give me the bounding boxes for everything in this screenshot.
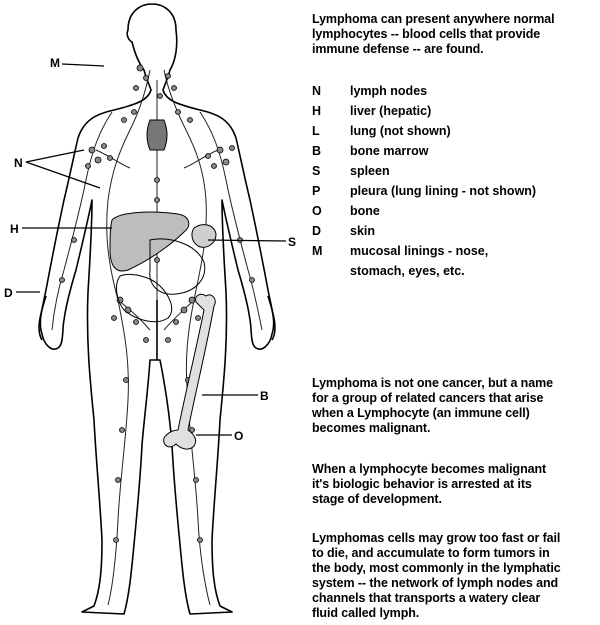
legend-key: S [312, 161, 350, 181]
callout-n: N [14, 156, 23, 170]
legend-key: D [312, 221, 350, 241]
legend-item: S spleen [312, 161, 600, 181]
legend-value: mucosal linings - nose, stomach, eyes, e… [350, 241, 488, 281]
legend-value: lung (not shown) [350, 121, 451, 141]
paragraph-line: to die, and accumulate to form tumors in [312, 546, 600, 561]
legend-key: M [312, 241, 350, 281]
legend-value: pleura (lung lining - not shown) [350, 181, 536, 201]
paragraph-line: stage of development. [312, 492, 600, 507]
legend-value: bone marrow [350, 141, 429, 161]
legend-item: H liver (hepatic) [312, 101, 600, 121]
legend-key: L [312, 121, 350, 141]
callout-s: S [288, 235, 296, 249]
paragraph-tumors: Lymphomas cells may grow too fast or fai… [312, 531, 600, 621]
paragraph-definition: Lymphoma is not one cancer, but a name f… [312, 376, 600, 436]
intro-line: lymphocytes -- blood cells that provide [312, 27, 600, 42]
paragraph-malignancy: When a lymphocyte becomes malignant it's… [312, 462, 600, 507]
callout-d: D [4, 286, 13, 300]
legend-item: P pleura (lung lining - not shown) [312, 181, 600, 201]
legend-key: H [312, 101, 350, 121]
paragraph-line: for a group of related cancers that aris… [312, 391, 600, 406]
paragraph-line: the body, most commonly in the lymphatic [312, 561, 600, 576]
paragraph-line: channels that transports a watery clear [312, 591, 600, 606]
legend-item: O bone [312, 201, 600, 221]
legend-value-line: stomach, eyes, etc. [350, 261, 488, 281]
legend-value-line: mucosal linings - nose, [350, 241, 488, 261]
legend-key: B [312, 141, 350, 161]
intestine [117, 274, 172, 321]
paragraph-line: Lymphoma is not one cancer, but a name [312, 376, 600, 391]
intro-line: Lymphoma can present anywhere normal [312, 12, 600, 27]
paragraph-line: Lymphomas cells may grow too fast or fai… [312, 531, 600, 546]
callout-m: M [50, 56, 60, 70]
paragraph-line: When a lymphocyte becomes malignant [312, 462, 600, 477]
organs [110, 120, 216, 449]
thymus [147, 120, 167, 150]
legend-item: D skin [312, 221, 600, 241]
callout-h: H [10, 222, 19, 236]
paragraph-line: it's biologic behavior is arrested at it… [312, 477, 600, 492]
paragraph-line: fluid called lymph. [312, 606, 600, 621]
legend-key: P [312, 181, 350, 201]
paragraph-line: when a Lymphocyte (an immune cell) [312, 406, 600, 421]
legend-value: skin [350, 221, 375, 241]
spleen [192, 225, 216, 248]
paragraph-line: becomes malignant. [312, 421, 600, 436]
legend-key: O [312, 201, 350, 221]
callout-o: O [234, 429, 243, 443]
legend-value: lymph nodes [350, 81, 427, 101]
callout-b: B [260, 389, 269, 403]
legend-value: liver (hepatic) [350, 101, 431, 121]
legend: N lymph nodes H liver (hepatic) L lung (… [312, 81, 600, 281]
intro-line: immune defense -- are found. [312, 42, 600, 57]
legend-item: M mucosal linings - nose, stomach, eyes,… [312, 241, 600, 281]
legend-key: N [312, 81, 350, 101]
legend-item: N lymph nodes [312, 81, 600, 101]
paragraph-line: system -- the network of lymph nodes and [312, 576, 600, 591]
intro-text: Lymphoma can present anywhere normal lym… [312, 12, 600, 57]
legend-item: B bone marrow [312, 141, 600, 161]
legend-item: L lung (not shown) [312, 121, 600, 141]
legend-value: spleen [350, 161, 390, 181]
legend-value: bone [350, 201, 380, 221]
